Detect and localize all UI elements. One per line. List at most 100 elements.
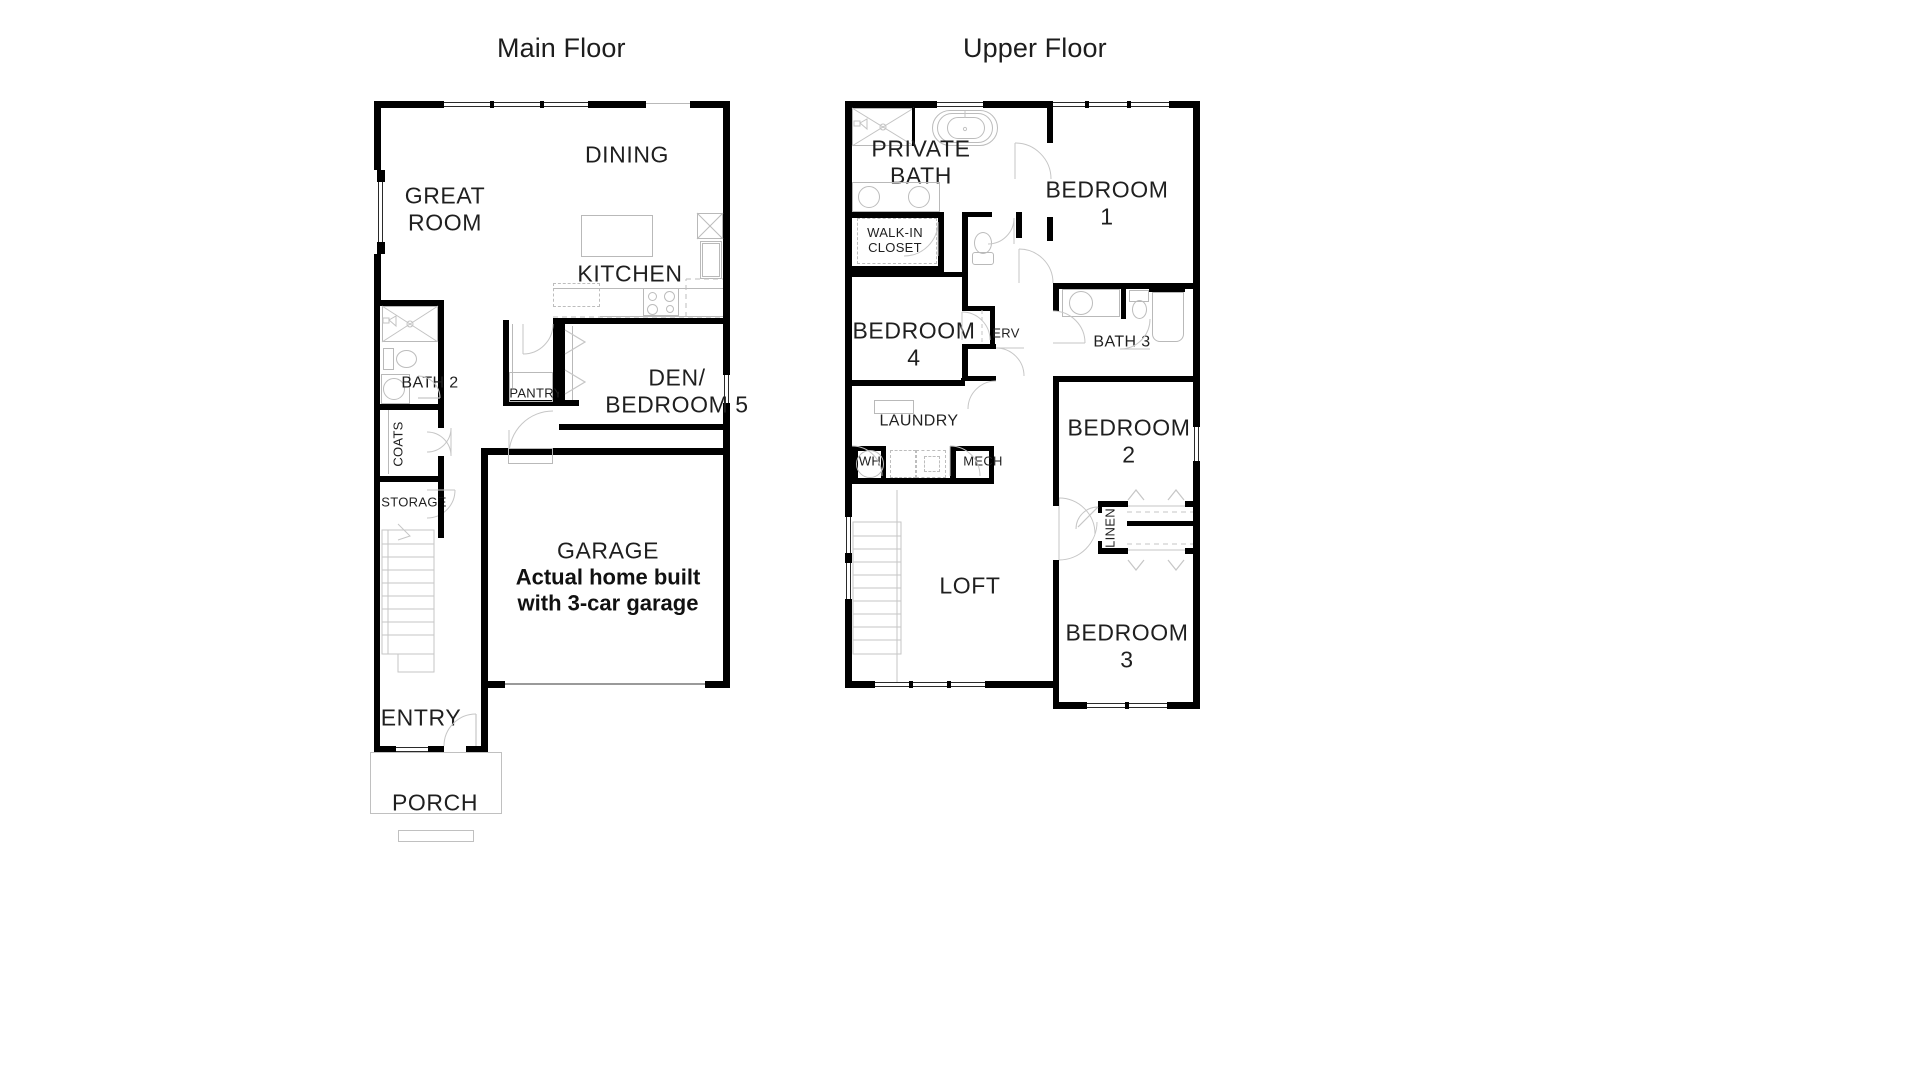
wall-wc-right bbox=[1016, 212, 1022, 238]
vanity-bath2 bbox=[381, 374, 410, 404]
wall-closet-top bbox=[852, 212, 944, 218]
room-label-bath-2: BATH 2 bbox=[401, 374, 459, 392]
dryer bbox=[916, 450, 946, 478]
toilet-bowl-bath2 bbox=[396, 350, 417, 368]
burner-3 bbox=[647, 304, 658, 315]
wall-coats-bottom bbox=[374, 476, 444, 482]
wall-den-left bbox=[559, 324, 565, 406]
room-label-bath-3: BATH 3 bbox=[1093, 333, 1151, 351]
room-label-bedroom-1: BEDROOM 1 bbox=[1045, 176, 1169, 229]
wall-bed1-bottom bbox=[1053, 283, 1193, 289]
window-bed3-2 bbox=[1129, 703, 1167, 708]
wall-up-top-c bbox=[1169, 101, 1200, 108]
wall-up-left-g bbox=[845, 599, 852, 685]
wall-private-bath-right-a bbox=[1047, 101, 1053, 143]
cooktop bbox=[643, 288, 679, 316]
wall-main-right-d bbox=[723, 295, 730, 375]
wall-bed4-bottom bbox=[845, 380, 961, 386]
vanity-bath3 bbox=[1062, 289, 1120, 317]
window-loft-left-a bbox=[846, 517, 851, 553]
wall-main-right-e bbox=[723, 403, 730, 448]
wall-linen-left-b bbox=[1098, 541, 1102, 554]
wall-pantry-jamb bbox=[553, 320, 559, 324]
wall-up-left-e bbox=[845, 481, 852, 517]
wall-laundry-bottom bbox=[852, 478, 994, 484]
wall-loft-bottom-a bbox=[845, 681, 875, 688]
wall-main-right-b bbox=[723, 213, 730, 245]
wall-main-top-left bbox=[374, 101, 444, 108]
wall-wc-left bbox=[962, 212, 968, 272]
window-main-top-2 bbox=[494, 102, 540, 107]
room-label-porch: PORCH bbox=[391, 789, 479, 816]
window-private-bath bbox=[937, 102, 983, 107]
vanity-private-bath bbox=[852, 182, 940, 212]
wall-main-left-jamb-bot bbox=[377, 242, 385, 254]
wall-coats-right-b bbox=[438, 456, 444, 480]
room-label-laundry: LAUNDRY bbox=[879, 412, 959, 430]
wall-garage-right bbox=[723, 448, 730, 688]
window-main-top-3 bbox=[544, 102, 588, 107]
wall-bed3-mullion bbox=[1125, 702, 1129, 709]
wall-bath2-top bbox=[374, 300, 444, 306]
window-bed3-1 bbox=[1087, 703, 1125, 708]
wall-closet-nub-b bbox=[1185, 548, 1193, 554]
wall-main-top-right bbox=[690, 101, 730, 108]
window-loft-left-b bbox=[846, 563, 851, 599]
room-label-entry: ENTRY bbox=[380, 704, 462, 731]
wall-bath3-divider bbox=[1121, 289, 1126, 319]
wall-up-right-c bbox=[1193, 385, 1200, 427]
wall-up-left-f bbox=[845, 553, 852, 563]
room-label-pantry: PANTRY bbox=[509, 385, 563, 401]
cabinet-upper-right bbox=[697, 213, 723, 239]
porch-outline bbox=[370, 752, 502, 814]
wall-entry-bottom-c bbox=[466, 746, 488, 753]
wall-erv-bottom bbox=[962, 376, 996, 381]
toilet-bowl-bath3 bbox=[1132, 300, 1147, 319]
wall-bath3-tub-top bbox=[1149, 287, 1185, 292]
wall-den-bottom bbox=[559, 424, 723, 430]
wall-main-left-b bbox=[374, 254, 381, 300]
wall-main-right-a bbox=[723, 101, 730, 213]
wall-linen-left-a bbox=[1098, 501, 1102, 513]
room-label-erv: ERV bbox=[992, 325, 1020, 341]
wall-bed3-bottom-b bbox=[1167, 702, 1200, 709]
main-floor-title: Main Floor bbox=[497, 33, 626, 63]
wall-bed2-left bbox=[1053, 376, 1059, 498]
tub-inner bbox=[947, 117, 985, 139]
room-label-storage: STORAGE bbox=[381, 494, 447, 510]
room-label-mech: MECH bbox=[963, 453, 1003, 469]
wall-mullion-2 bbox=[540, 101, 544, 108]
garage-door bbox=[505, 683, 705, 685]
room-label-water-heater: WH bbox=[858, 453, 882, 469]
room-label-bedroom-4: BEDROOM 4 bbox=[852, 317, 976, 370]
wall-private-bath-right-b bbox=[1047, 217, 1053, 241]
pantry-shelf-box bbox=[509, 372, 553, 402]
wall-bath2-right bbox=[438, 300, 444, 406]
wall-up-left-c bbox=[845, 381, 852, 415]
wall-garage-bottom-left bbox=[481, 681, 505, 688]
coats-shelf-line bbox=[388, 410, 389, 474]
wall-loft-mullion-1 bbox=[909, 681, 913, 688]
window-bed1-c bbox=[1131, 102, 1169, 107]
wall-mech-top bbox=[950, 446, 994, 451]
wall-garage-top bbox=[481, 448, 723, 455]
wall-erv-left bbox=[962, 344, 968, 380]
garage-step bbox=[508, 448, 553, 464]
refrigerator-inner bbox=[702, 243, 720, 277]
wall-mech-left bbox=[950, 446, 956, 480]
wall-up-left-b bbox=[845, 273, 852, 381]
tub-outer bbox=[932, 110, 998, 146]
room-label-dining: DINING bbox=[584, 141, 670, 168]
wall-coats-left bbox=[374, 404, 380, 482]
wall-main-right-c bbox=[723, 245, 730, 295]
wall-main-top-mid bbox=[588, 101, 646, 108]
wall-wc-top bbox=[962, 212, 992, 217]
wall-up-left-d bbox=[845, 415, 852, 481]
wall-bed4-top-b bbox=[944, 272, 968, 277]
room-label-private-bath: PRIVATE BATH bbox=[871, 135, 971, 188]
sink-private-1 bbox=[858, 186, 880, 208]
washer bbox=[890, 450, 916, 478]
wall-loft-mullion-2 bbox=[947, 681, 951, 688]
room-label-coats: COATS bbox=[390, 421, 406, 467]
